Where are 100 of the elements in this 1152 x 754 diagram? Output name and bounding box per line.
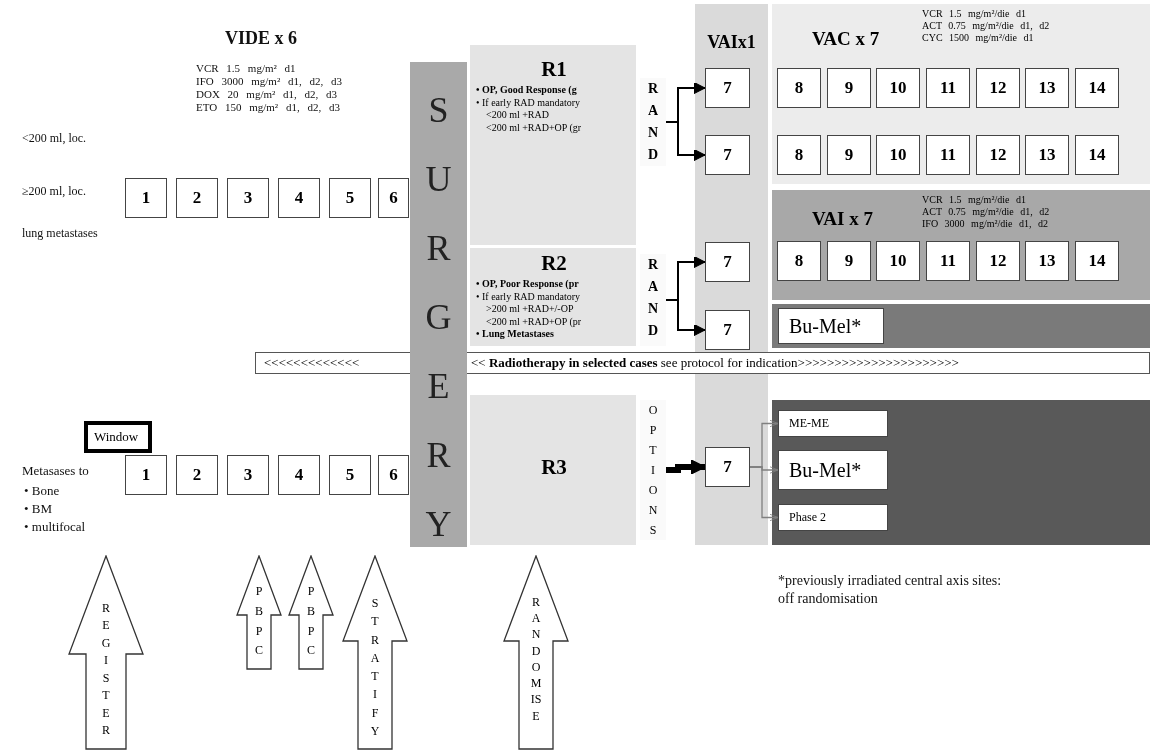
cycle-box: 10 xyxy=(876,68,920,108)
cycle-box: 6 xyxy=(378,455,409,495)
dose-text: VCR 1.5 mg/m² d1 xyxy=(196,62,296,74)
cycle-box: 9 xyxy=(827,241,871,281)
dose-text: IFO 3000 mg/m² d1, d2, d3 xyxy=(196,75,342,87)
cycle-box: 7 xyxy=(705,68,750,108)
cycle-box: 13 xyxy=(1025,241,1069,281)
cycle-box: 11 xyxy=(926,135,970,175)
cycle-box: 10 xyxy=(876,241,920,281)
dose-text: IFO 3000 mg/m²/die d1, d2 xyxy=(922,218,1048,230)
dose-text: ACT 0.75 mg/m²/die d1, d2 xyxy=(922,206,1050,218)
cycle-box: 12 xyxy=(976,241,1020,281)
label-strip xyxy=(640,78,666,166)
regimen-heading: VIDE x 6 xyxy=(225,28,297,49)
milestone-marker xyxy=(503,555,569,750)
cycle-box: 12 xyxy=(976,135,1020,175)
bullet-text: • OP, Good Response (g xyxy=(476,84,578,97)
vertical-label: REGISTER xyxy=(101,600,111,740)
cycle-box: 2 xyxy=(176,178,218,218)
dose-text: ACT 0.75 mg/m²/die d1, d2 xyxy=(922,20,1050,32)
cycle-box: 4 xyxy=(278,455,320,495)
bullet-text: <200 ml +RAD xyxy=(485,109,550,122)
cycle-box: 14 xyxy=(1075,68,1119,108)
treatment-box: Phase 2 xyxy=(778,504,888,531)
label-strip xyxy=(640,400,666,540)
criteria-text: ≥200 ml, loc. xyxy=(22,184,86,199)
cycle-box: 7 xyxy=(705,447,750,487)
risk-group-panel xyxy=(470,45,636,245)
cycle-box: 13 xyxy=(1025,135,1069,175)
cycle-box: 11 xyxy=(926,68,970,108)
milestone-marker xyxy=(68,555,144,750)
arrow xyxy=(665,121,706,162)
treatment-panel xyxy=(772,190,1150,300)
bullet-text: • If early RAD mandatory xyxy=(476,96,582,109)
band-text: <<<<<<<<<<<<< xyxy=(264,355,360,371)
cycle-box: 6 xyxy=(378,178,409,218)
cycle-box: 7 xyxy=(705,310,750,350)
treatment-box: Bu-Mel* xyxy=(778,450,888,490)
cycle-box: 10 xyxy=(876,135,920,175)
group-heading: R2 xyxy=(540,251,568,275)
treatment-panel xyxy=(772,400,1150,545)
treatment-panel xyxy=(772,304,1150,348)
window-tab: Window xyxy=(84,421,152,453)
cycle-box: 4 xyxy=(278,178,320,218)
column-heading: VAIx1 xyxy=(706,32,757,53)
cycle-box: 1 xyxy=(125,178,167,218)
treatment-box: ME-ME xyxy=(778,410,888,437)
risk-group-panel xyxy=(470,248,636,346)
vertical-label: SURGERY xyxy=(425,89,452,546)
arrow xyxy=(666,459,706,475)
cycle-box: 3 xyxy=(227,455,269,495)
criteria-text: • Bone xyxy=(24,483,60,499)
vertical-label: PBPC xyxy=(307,583,315,660)
vertical-label: STRATIFY xyxy=(370,595,380,740)
panel-heading: VAI x 7 xyxy=(812,208,873,230)
cycle-box: 13 xyxy=(1025,68,1069,108)
cycle-box: 12 xyxy=(976,68,1020,108)
vertical-label: RAND xyxy=(647,256,659,340)
criteria-text: Metasases to xyxy=(22,463,89,479)
cycle-box: 8 xyxy=(777,68,821,108)
cycle-box: 1 xyxy=(125,455,167,495)
cycle-box: 14 xyxy=(1075,241,1119,281)
milestone-marker xyxy=(288,555,334,670)
cycle-box: 11 xyxy=(926,241,970,281)
cycle-box: 14 xyxy=(1075,135,1119,175)
dose-text: CYC 1500 mg/m²/die d1 xyxy=(922,32,1034,44)
treatment-box: Bu-Mel* xyxy=(778,308,884,344)
bullet-text: <200 ml +RAD+OP (pr xyxy=(485,315,583,328)
cycle-box: 3 xyxy=(227,178,269,218)
bullet-text: • Lung Metastases xyxy=(476,328,555,341)
risk-group-panel xyxy=(470,395,636,545)
cycle-box: 7 xyxy=(705,242,750,282)
dose-text: VCR 1.5 mg/m²/die d1 xyxy=(922,194,1026,206)
milestone-marker xyxy=(342,555,408,750)
cycle-box: 9 xyxy=(827,135,871,175)
dose-text: ETO 150 mg/m² d1, d2, d3 xyxy=(196,101,340,113)
bullet-text: >200 ml +RAD+/-OP xyxy=(485,303,575,316)
cycle-box: 7 xyxy=(705,135,750,175)
footnote-text: *previously irradiated central axis sites: off randomisation xyxy=(778,572,1003,608)
vertical-label: RAND xyxy=(647,80,659,164)
cycle-box: 8 xyxy=(777,135,821,175)
cycle-box: 5 xyxy=(329,455,371,495)
criteria-text: lung metastases xyxy=(22,226,98,241)
vertical-label: PBPC xyxy=(255,583,263,660)
arrow xyxy=(665,299,706,337)
bullet-text: <200 ml +RAD+OP (gr xyxy=(485,121,583,134)
treatment-panel xyxy=(772,4,1150,184)
group-heading: R3 xyxy=(540,455,568,479)
band-text: << Radiotherapy in selected cases see protocol for indication>>>>>>>>>>>>>>>>>>>>>> xyxy=(471,355,959,371)
surgery-band xyxy=(410,62,467,547)
bullet-text: • If early RAD mandatory xyxy=(476,290,582,303)
vertical-label: OPTIONS xyxy=(648,402,658,539)
criteria-text: <200 ml, loc. xyxy=(22,131,87,146)
dose-text: VCR 1.5 mg/m²/die d1 xyxy=(922,8,1026,20)
milestone-marker xyxy=(236,555,282,670)
label-strip xyxy=(640,254,666,346)
bullet-text: • OP, Poor Response (pr xyxy=(476,278,580,291)
criteria-text: • BM xyxy=(24,501,53,517)
cycle-box: 5 xyxy=(329,178,371,218)
cycle-box: 2 xyxy=(176,455,218,495)
